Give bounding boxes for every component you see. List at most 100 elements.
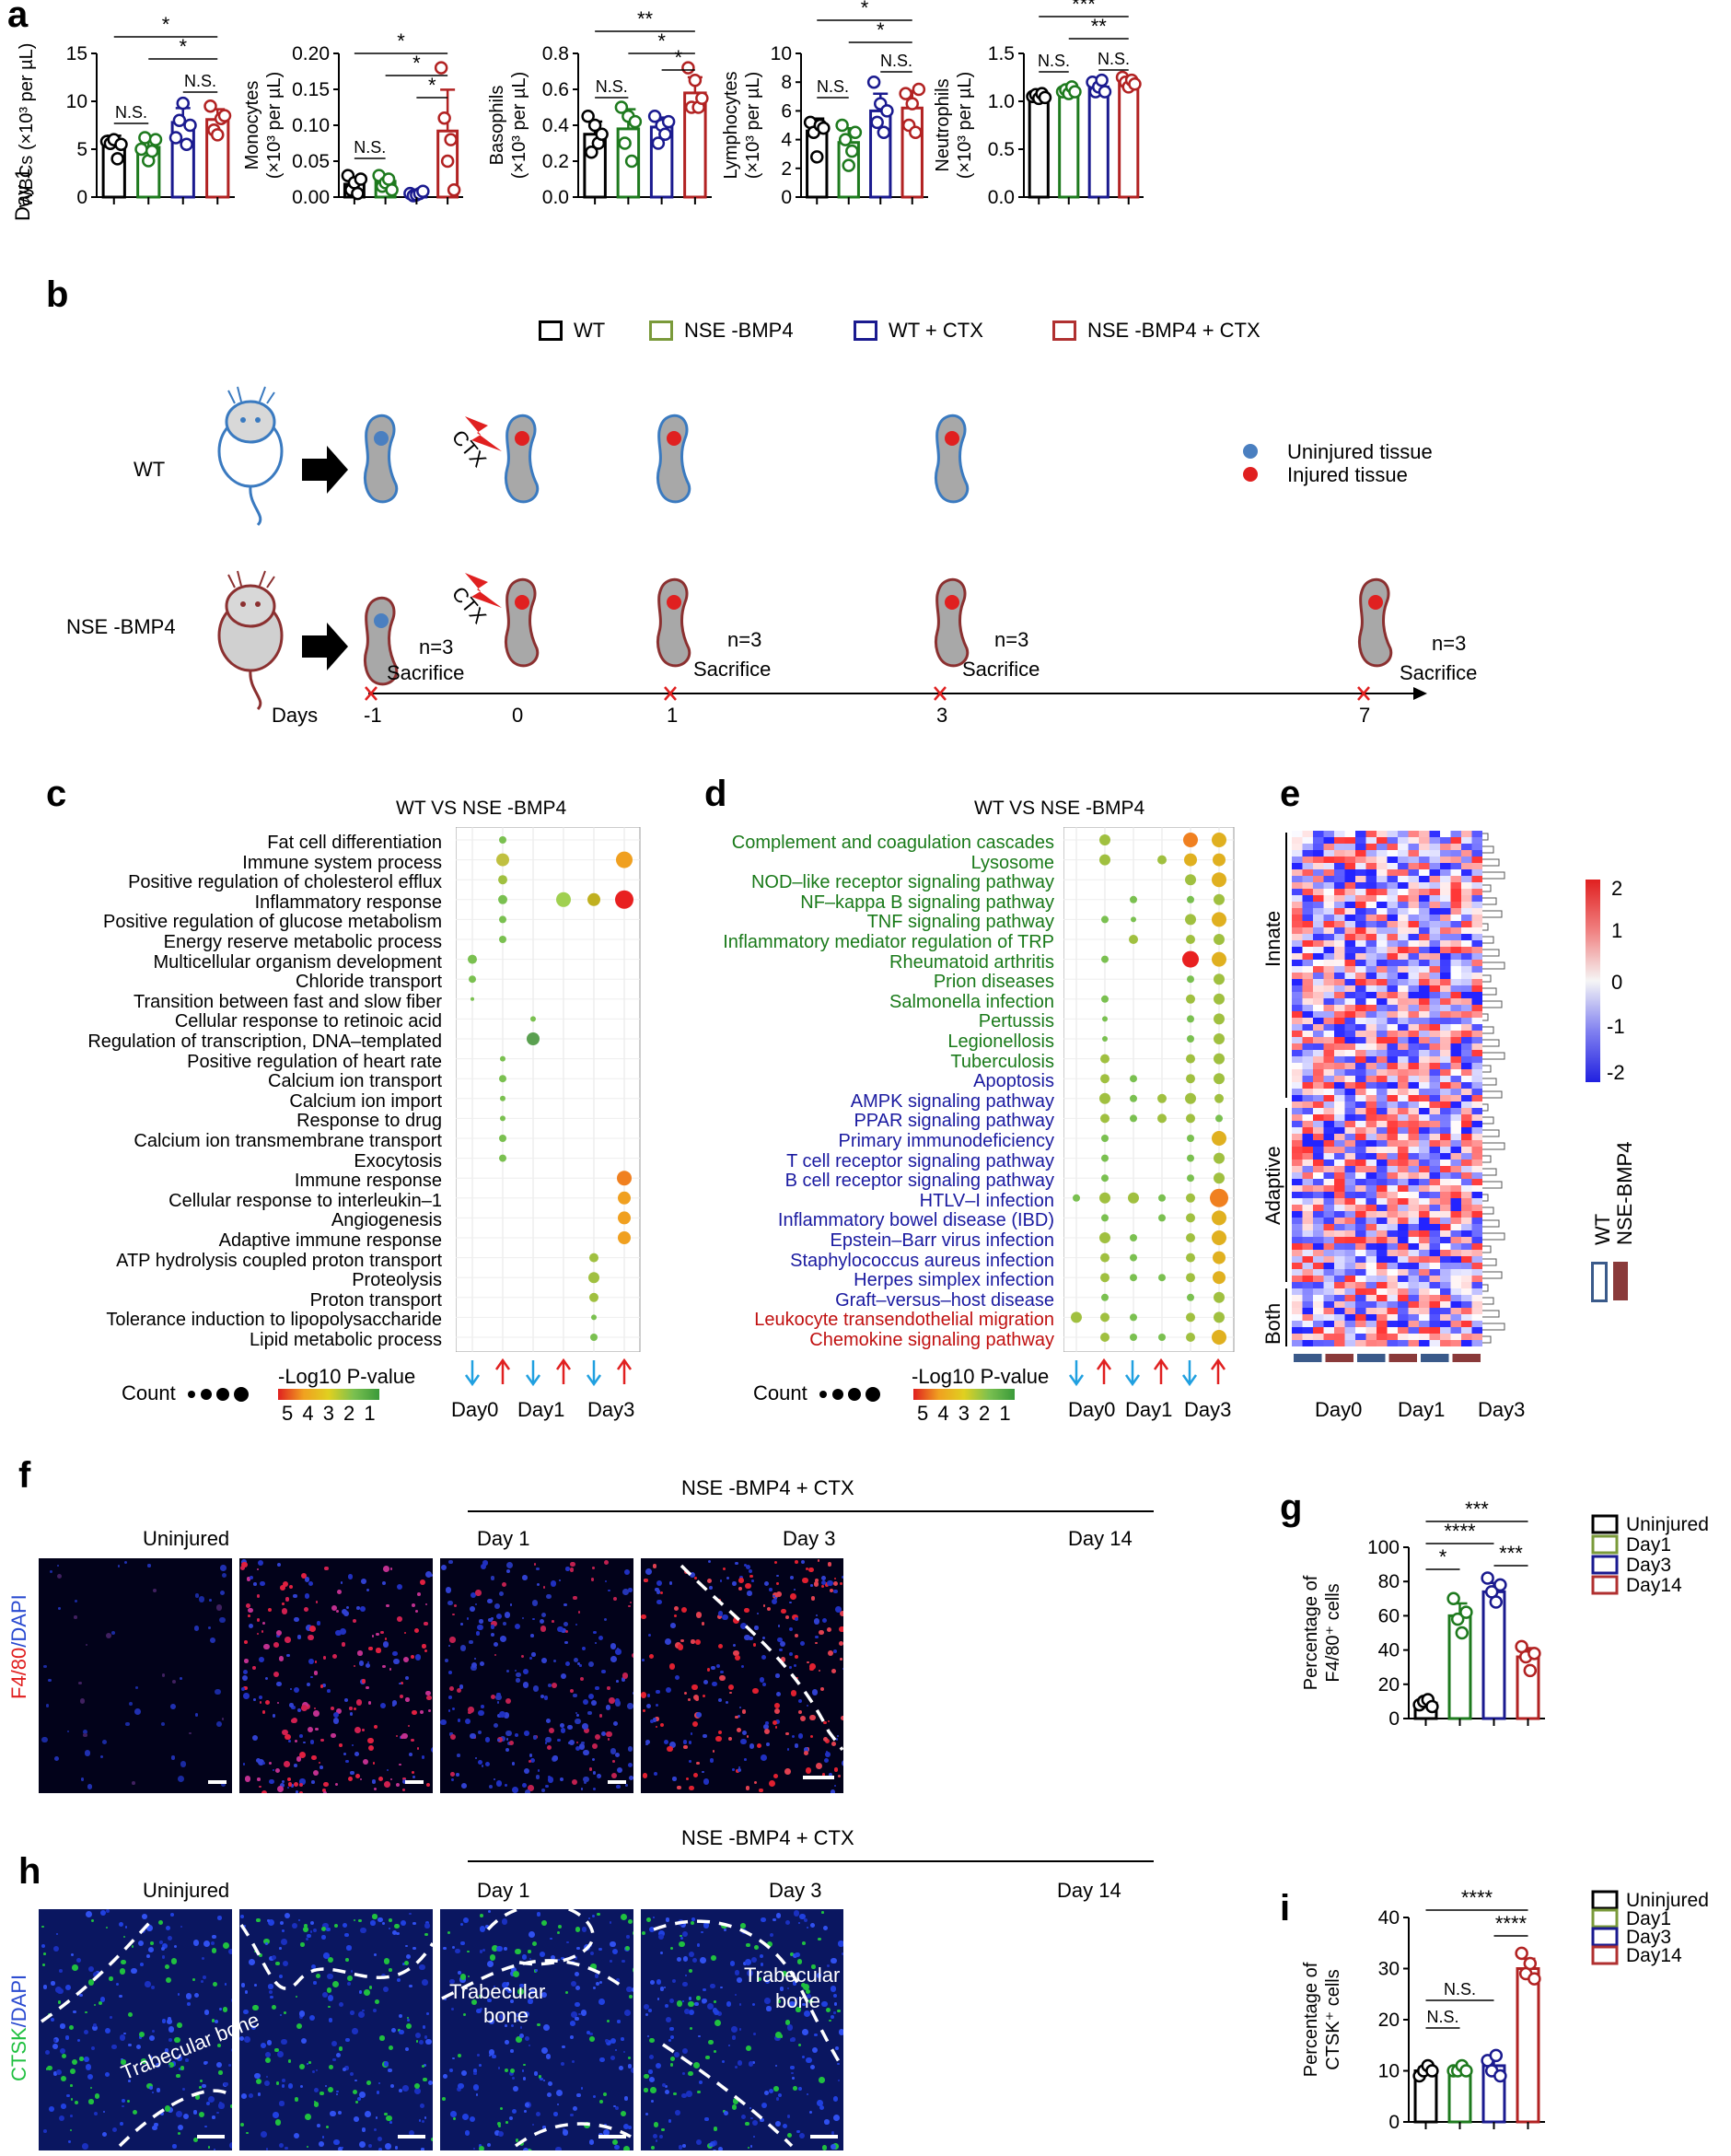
cell xyxy=(557,2104,560,2106)
cell xyxy=(545,1719,551,1723)
cell xyxy=(608,1738,610,1741)
heatmap-cell xyxy=(1334,857,1345,863)
cell xyxy=(167,1935,172,1940)
heatmap-cell xyxy=(1461,1321,1472,1327)
heatmap-cell xyxy=(1471,863,1482,869)
cell xyxy=(629,1602,632,1604)
cell xyxy=(505,1737,509,1741)
heatmap-cell xyxy=(1334,927,1345,934)
cell xyxy=(287,2082,294,2089)
heatmap-cell xyxy=(1323,1301,1334,1308)
cell xyxy=(702,1998,707,2004)
cell xyxy=(815,1635,819,1639)
heatmap-cell xyxy=(1440,1082,1451,1089)
cell xyxy=(285,1733,291,1741)
heatmap-cell xyxy=(1334,1031,1345,1037)
cell xyxy=(773,1707,781,1715)
cell xyxy=(806,2092,808,2095)
heatmap-cell xyxy=(1292,1063,1303,1069)
heatmap-cell xyxy=(1323,1005,1334,1011)
legend-label-nse: NSE -BMP4 xyxy=(684,319,794,342)
cell xyxy=(350,1970,354,1973)
bar xyxy=(1087,85,1109,199)
heatmap-cell xyxy=(1344,1269,1355,1276)
cell xyxy=(353,2116,359,2123)
cell xyxy=(476,2008,482,2014)
cell xyxy=(548,1775,552,1778)
cell xyxy=(421,2065,424,2069)
heatmap-cell xyxy=(1429,1114,1440,1121)
heatmap-cell xyxy=(1450,1089,1461,1095)
cell xyxy=(304,1607,308,1613)
heatmap-cell xyxy=(1429,1340,1440,1346)
cell xyxy=(776,1591,782,1597)
heatmap-cell xyxy=(1387,908,1398,915)
cell xyxy=(418,2040,424,2045)
cell xyxy=(86,1643,88,1646)
heatmap-cell xyxy=(1377,973,1388,979)
cell xyxy=(252,1735,259,1742)
heatmap-cell xyxy=(1323,1269,1334,1276)
heatmap-cell xyxy=(1408,973,1419,979)
go-term: Regulation of transcription, DNA–templat… xyxy=(87,1031,442,1052)
cell xyxy=(545,1784,549,1788)
heatmap-cell xyxy=(1429,1024,1440,1031)
heatmap-cell xyxy=(1461,1314,1472,1321)
cell xyxy=(505,1747,510,1753)
heatmap-cell xyxy=(1334,1108,1345,1114)
cell xyxy=(580,2010,587,2016)
heatmap-cell xyxy=(1365,902,1377,908)
heatmap-cell xyxy=(1429,960,1440,966)
cell xyxy=(299,1941,305,1947)
cell xyxy=(458,2082,464,2090)
heatmap-cell xyxy=(1355,1288,1366,1295)
heatmap-cell xyxy=(1302,1147,1313,1153)
cell xyxy=(740,2114,747,2119)
cell xyxy=(821,1911,824,1914)
heatmap-cell xyxy=(1429,966,1440,973)
n-label: n=3 xyxy=(419,635,454,658)
heatmap-cell xyxy=(1461,940,1472,947)
heatmap-cell xyxy=(1292,837,1303,844)
cell xyxy=(547,1744,552,1750)
cell xyxy=(254,2073,261,2080)
cell xyxy=(224,1983,227,1986)
cell xyxy=(688,2070,693,2077)
cell xyxy=(790,2065,795,2070)
heatmap-cell xyxy=(1292,927,1303,934)
cell xyxy=(521,2069,524,2072)
cell xyxy=(284,1761,291,1768)
cell xyxy=(267,1607,272,1612)
heatmap-cell xyxy=(1365,1005,1377,1011)
cell xyxy=(609,1697,615,1704)
heatmap-cell xyxy=(1461,947,1472,953)
heatmap-cell xyxy=(1323,1095,1334,1101)
cell xyxy=(164,2104,171,2112)
heatmap-cell xyxy=(1461,953,1472,960)
cell xyxy=(401,1789,405,1792)
heatmap-cell xyxy=(1334,1308,1345,1314)
cell xyxy=(366,1588,369,1591)
cell xyxy=(147,1946,154,1952)
cell xyxy=(532,1617,535,1621)
cell xyxy=(393,1658,400,1665)
cell xyxy=(832,1580,838,1586)
heatmap-cell xyxy=(1365,979,1377,985)
cell xyxy=(813,1618,820,1625)
heatmap-cell xyxy=(1471,1005,1482,1011)
heatmap-cell xyxy=(1471,1237,1482,1243)
dot xyxy=(1186,1113,1195,1124)
kegg-pathway: AMPK signaling pathway xyxy=(850,1090,1054,1112)
cell xyxy=(76,2039,80,2043)
heatmap-cell xyxy=(1440,1160,1451,1166)
heatmap-cell xyxy=(1365,1024,1377,1031)
heatmap-cell xyxy=(1377,1108,1388,1114)
cell xyxy=(168,2025,175,2033)
bar xyxy=(1516,1967,1540,2124)
cell xyxy=(119,1967,126,1975)
cell xyxy=(53,1756,59,1761)
cell xyxy=(313,2102,319,2107)
cell xyxy=(404,2046,409,2051)
cell xyxy=(806,2057,812,2064)
cell xyxy=(552,1683,558,1689)
